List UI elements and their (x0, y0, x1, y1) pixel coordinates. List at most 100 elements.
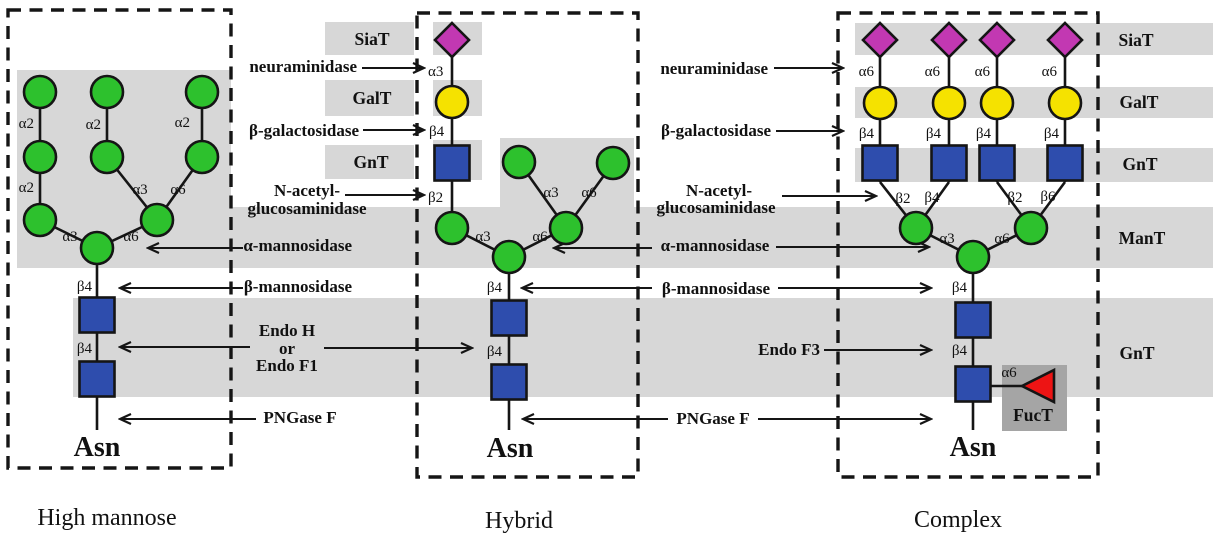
mannose-icon (898, 210, 934, 246)
sialic-acid-icon (433, 21, 471, 59)
linkage-label: β4 (77, 279, 93, 295)
linkage-label: β4 (487, 280, 503, 296)
panel-caption-complex: Complex (914, 507, 1002, 533)
n-acetyl-glucosaminidase-label: glucosaminidase (247, 199, 366, 218)
linkage-label: α6 (859, 64, 875, 80)
linkage-label: α3 (62, 229, 77, 245)
linkage-label: α6 (123, 229, 139, 245)
glcnac-icon (978, 144, 1016, 182)
sialic-acid-icon (1046, 21, 1084, 59)
linkage-label: β4 (487, 344, 503, 360)
mannose-icon (595, 145, 631, 181)
linkage-label: α6 (994, 231, 1010, 247)
beta-galactosidase-label: β-galactosidase (249, 121, 359, 140)
glcnac-icon (490, 363, 528, 401)
neuraminidase-label: neuraminidase (660, 59, 768, 78)
linkage-label: β6 (1040, 189, 1056, 205)
linkage-label: β4 (77, 341, 93, 357)
n-acetyl-glucosaminidase-label: N-acetyl- (686, 181, 752, 200)
glcnac-icon (433, 144, 471, 182)
linkage-label: α2 (19, 180, 34, 196)
n-acetyl-glucosaminidase-label: glucosaminidase (656, 198, 775, 217)
siat-band (855, 23, 1213, 55)
linkage-label: β4 (429, 124, 445, 140)
siat-label: SiaT (354, 29, 389, 49)
linkage-label: α3 (132, 182, 147, 198)
linkage-label: α6 (1042, 64, 1058, 80)
linkage-label: β2 (1007, 190, 1022, 206)
linkage-label: β4 (926, 126, 942, 142)
mannose-icon (184, 139, 220, 175)
beta-mannosidase-label: β-mannosidase (244, 277, 353, 296)
linkage-label: β4 (952, 343, 968, 359)
linkage-label: β4 (952, 280, 968, 296)
mannose-icon (22, 139, 58, 175)
linkage-label: α2 (19, 116, 34, 132)
galt-label-box (325, 80, 414, 116)
beta-mannosidase-label: β-mannosidase (662, 279, 771, 298)
mannose-icon (22, 74, 58, 110)
linkage-label: β2 (895, 191, 910, 207)
mannose-icon (955, 239, 991, 275)
pngase-f-label: PNGase F (676, 409, 749, 428)
mannose-icon (501, 144, 537, 180)
gnt-label: GnT (1122, 154, 1157, 174)
endo-f1-label: Endo F1 (256, 356, 318, 375)
beta-galactosidase-label: β-galactosidase (661, 121, 771, 140)
linkage-label: α3 (428, 64, 443, 80)
mannose-icon (491, 239, 527, 275)
sialic-acid-icon (930, 21, 968, 59)
linkage-label: α6 (925, 64, 941, 80)
fucose-icon (1019, 367, 1056, 405)
panel-caption-high-mannose: High mannose (37, 505, 176, 531)
glcnac-icon (78, 360, 116, 398)
linkage-label: β4 (976, 126, 992, 142)
asn-label: Asn (74, 432, 121, 463)
galt-label: GalT (1120, 92, 1159, 112)
linkage-label: α6 (975, 64, 991, 80)
gnt-label: GnT (353, 152, 388, 172)
galactose-icon (1047, 85, 1083, 121)
glcnac-icon (954, 365, 992, 403)
mannose-icon (89, 139, 125, 175)
linkage-label: β4 (859, 126, 875, 142)
linkage-label: β4 (924, 190, 940, 206)
linkage-label: α3 (939, 231, 954, 247)
sialic-acid-icon (978, 21, 1016, 59)
siat-label-box (325, 22, 414, 55)
linkage-label: α6 (1001, 365, 1017, 381)
fuct-box (1002, 365, 1067, 431)
galactose-icon (931, 85, 967, 121)
endo-or-label: or (279, 339, 296, 358)
glcnac-icon (490, 299, 528, 337)
linkage-label: β4 (1044, 126, 1060, 142)
siat-label: SiaT (1118, 30, 1153, 50)
gnt-upper-band (855, 148, 1213, 182)
glcnac-icon (861, 144, 899, 182)
gnt-label-box (325, 145, 414, 179)
gnt-label: GnT (1119, 343, 1154, 363)
mannose-icon (79, 230, 115, 266)
mannose-icon (184, 74, 220, 110)
mannose-icon (548, 210, 584, 246)
linkage-label: α2 (86, 117, 101, 133)
mannose-icon (434, 210, 470, 246)
asn-label: Asn (950, 432, 997, 463)
galt-label: GalT (353, 88, 392, 108)
linkage-label: β2 (428, 190, 443, 206)
galactose-icon (434, 84, 470, 120)
neuraminidase-label: neuraminidase (249, 57, 357, 76)
linkage-label: α2 (175, 115, 190, 131)
asn-label: Asn (487, 433, 534, 464)
linkage-label: α6 (170, 182, 186, 198)
endo-f3-label: Endo F3 (758, 340, 820, 359)
hybrid-panel-border (415, 11, 640, 479)
mant-label: ManT (1119, 228, 1166, 248)
n-acetyl-glucosaminidase-label: N-acetyl- (274, 181, 340, 200)
panel-caption-hybrid: Hybrid (485, 508, 553, 534)
mannose-icon (139, 202, 175, 238)
linkage-label: α6 (581, 185, 597, 201)
sialic-acid-icon (861, 21, 899, 59)
